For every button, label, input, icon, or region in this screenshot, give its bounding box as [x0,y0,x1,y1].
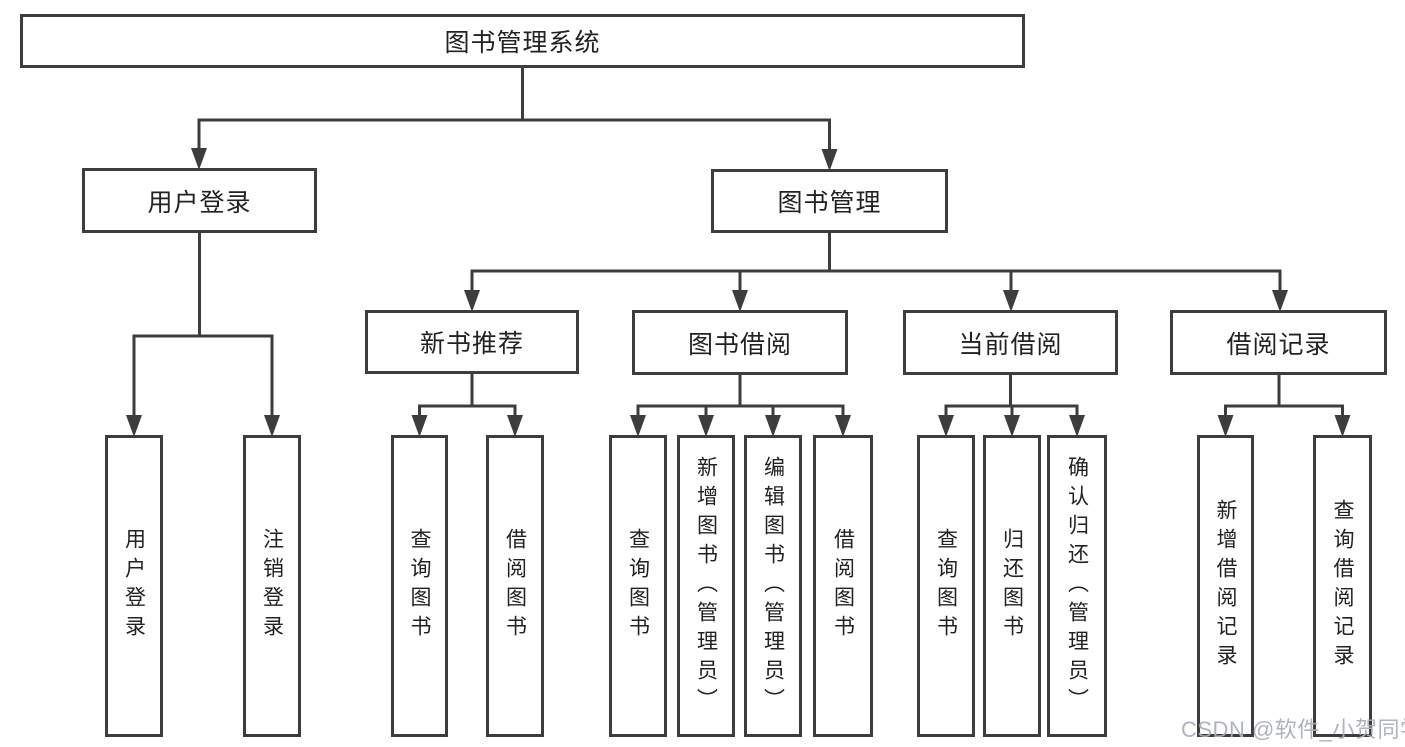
node-borrowing-records: 借阅记录 [1170,310,1387,375]
connector-recommend-to-leaves [418,372,517,419]
node-book-borrowing-label: 图书借阅 [687,330,792,359]
leaf-records-add-record-label: 新增借阅记录 [1214,499,1237,673]
node-current-borrowing-label: 当前借阅 [958,330,1063,359]
leaf-borrowing-add-books: 新增图书（管理员） [677,435,735,737]
leaf-current-query-books-label: 查询图书 [934,528,958,644]
node-new-book-recommend-label: 新书推荐 [419,330,524,358]
leaf-current-return-books-label: 归还图书 [1000,528,1024,644]
leaf-current-confirm-return: 确认归还（管理员） [1047,435,1107,737]
leaf-borrowing-query-books-label: 查询图书 [626,528,650,644]
leaf-logout-label: 注销登录 [260,528,284,644]
connector-root-to-level2 [197,66,831,153]
connector-current-to-leaves [944,372,1079,419]
csdn-watermark: CSDN @软件_小贺同学 [1181,717,1405,742]
leaf-borrowing-borrow-books-label: 借阅图书 [831,528,855,644]
node-root: 图书管理系统 [20,14,1025,68]
leaf-borrowing-add-books-label: 新增图书（管理员） [694,455,718,717]
arrowheads [126,148,1351,437]
connector-login-to-leaves [132,231,274,419]
leaf-current-return-books: 归还图书 [983,435,1041,737]
leaf-records-query-record-label: 查询借阅记录 [1331,499,1354,673]
node-new-book-recommend: 新书推荐 [365,310,579,374]
connector-records-to-leaves [1224,372,1344,419]
leaf-records-query-record: 查询借阅记录 [1313,435,1372,737]
leaf-recommend-borrow-books-label: 借阅图书 [503,528,527,644]
leaf-records-add-record: 新增借阅记录 [1197,435,1254,737]
node-book-management: 图书管理 [711,169,948,233]
leaf-borrowing-edit-books-label: 编辑图书（管理员） [761,455,785,717]
node-root-label: 图书管理系统 [444,29,601,57]
node-book-management-label: 图书管理 [777,189,882,217]
node-current-borrowing: 当前借阅 [903,310,1118,375]
leaf-recommend-query-books: 查询图书 [391,435,448,737]
leaf-user-login-label: 用户登录 [122,528,146,644]
node-user-login-branch: 用户登录 [82,168,317,233]
leaf-recommend-query-books-label: 查询图书 [408,528,431,644]
leaf-recommend-borrow-books: 借阅图书 [486,435,544,737]
leaf-user-login: 用户登录 [105,435,163,737]
leaf-borrowing-borrow-books: 借阅图书 [813,435,873,737]
node-borrowing-records-label: 借阅记录 [1226,330,1331,359]
leaf-borrowing-edit-books: 编辑图书（管理员） [744,435,802,737]
connector-borrowing-to-leaves [636,372,845,419]
node-user-login-branch-label: 用户登录 [147,188,252,217]
leaf-current-query-books: 查询图书 [917,435,975,737]
leaf-current-confirm-return-label: 确认归还（管理员） [1065,455,1089,717]
node-book-borrowing: 图书借阅 [632,310,848,375]
leaf-borrowing-query-books: 查询图书 [609,435,667,737]
leaf-logout: 注销登录 [243,435,301,737]
connector-management-to-level3 [470,231,1282,294]
